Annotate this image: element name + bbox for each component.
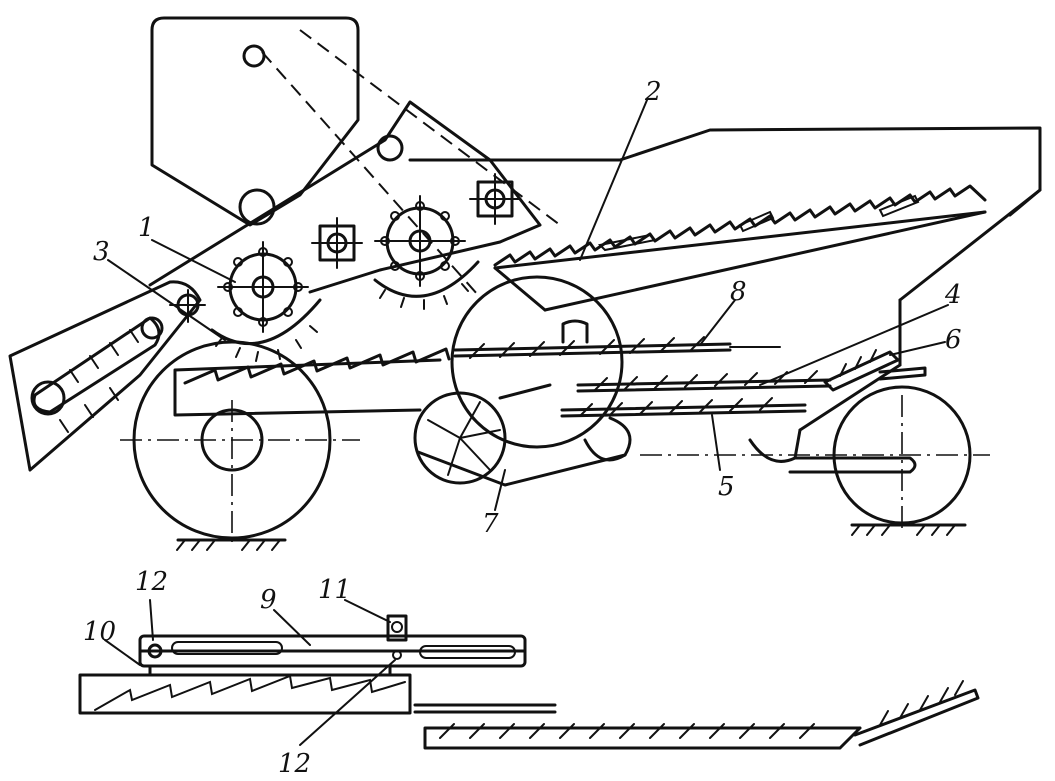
leader-3 [107,259,226,341]
gear-upper [373,195,480,310]
feeder-arm [8,280,202,472]
top-pivot [376,134,404,162]
comb-bar [597,233,658,252]
feeder-roller [30,380,66,416]
hopper-pulley [242,44,266,68]
leader-2 [579,99,648,261]
bracket-top [469,173,521,225]
leader-6 [889,341,946,356]
rear-link [788,456,917,474]
belt-dashed-2 [299,29,561,226]
label-5: 5 [718,472,735,502]
bracket-left [311,217,363,269]
large-drum [450,275,624,449]
drum-latch [561,319,589,344]
belt-dashed-1 [261,51,479,296]
label-9: 9 [260,585,277,615]
lower-conveyor [183,347,451,385]
leader-8 [699,299,736,346]
label-11: 11 [318,575,351,605]
chute-bottom [543,210,987,312]
sieve-5 [560,403,807,418]
conveyor-2-base [493,210,987,270]
chute-front [493,266,547,312]
label-4: 4 [944,280,962,310]
leader-4 [759,304,949,386]
label-10: 10 [83,617,116,647]
label-1: 1 [138,213,155,243]
leader-5 [711,414,721,471]
label-12-bottom: 12 [278,749,311,779]
leader-7 [494,469,506,511]
label-6: 6 [945,325,962,355]
rear-strut [798,363,902,432]
label-8: 8 [730,277,747,307]
part-6 [823,350,900,392]
drum-blade [498,383,552,400]
detail-assembly [78,599,980,750]
sieve-5-lobe [748,428,802,463]
front-wheel [120,340,360,551]
fan-7 [413,391,632,487]
gear-1 [210,241,322,362]
label-3: 3 [93,237,110,267]
lower-frame [173,358,442,417]
label-12-top: 12 [135,567,168,597]
feeder-pulley [140,316,164,340]
label-2: 2 [644,77,662,107]
upper-housing [148,100,542,294]
comb-bar [878,194,920,218]
rear-slope [898,188,1042,302]
leader-1 [151,239,236,283]
rear-wheel [640,385,990,536]
sieve-4 [576,378,832,393]
comb-bar [738,210,775,233]
label-7: 7 [482,509,499,539]
sieve-8 [453,342,732,358]
hopper-box [150,16,360,227]
part-6-bracket [878,366,927,381]
